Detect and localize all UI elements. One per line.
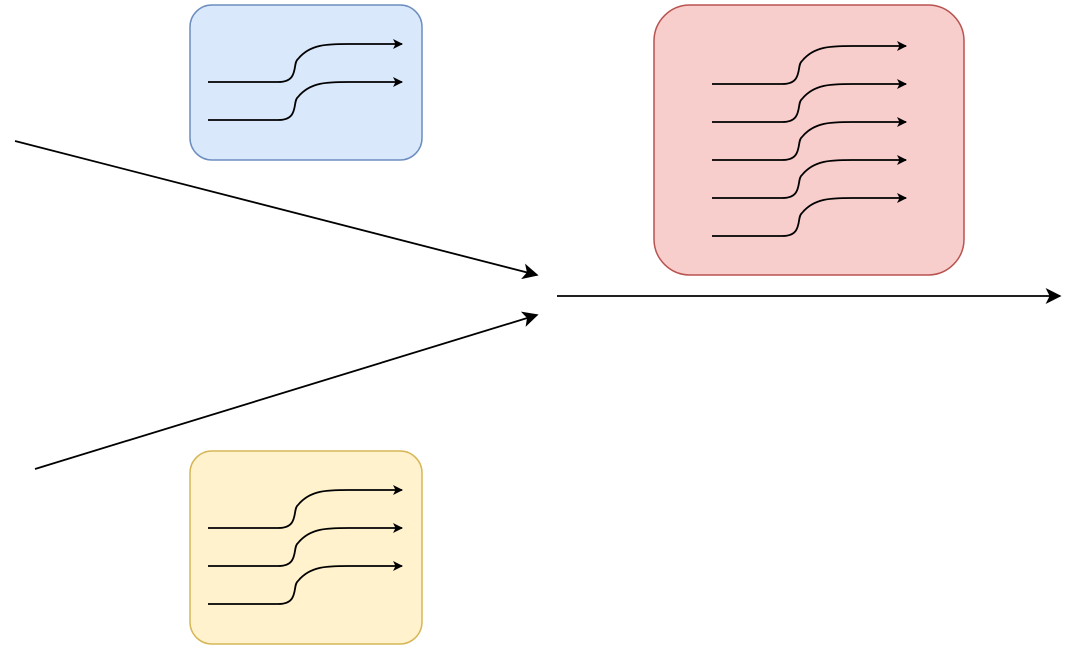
group-box-right	[653, 4, 965, 276]
stream-arrow	[208, 561, 403, 605]
stream-arrow	[712, 79, 907, 123]
stream-arrows-bottom-left	[208, 485, 403, 605]
stream-arrows-top-left	[208, 39, 403, 121]
stream-arrow	[208, 485, 403, 529]
stream-arrow	[712, 117, 907, 161]
upper-input-arrow	[14, 140, 539, 280]
stream-arrow	[208, 523, 403, 567]
stream-arrow	[712, 193, 907, 237]
stream-arrow	[712, 41, 907, 85]
group-bottom-left	[189, 450, 423, 645]
group-top-left	[189, 4, 423, 161]
stream-arrow	[712, 155, 907, 199]
stream-arrow	[208, 39, 403, 83]
group-box-bottom-left	[189, 450, 423, 645]
lower-input-arrow	[34, 311, 539, 470]
stream-arrows-right	[712, 41, 907, 237]
stream-arrow	[208, 77, 403, 121]
group-right	[653, 4, 965, 276]
